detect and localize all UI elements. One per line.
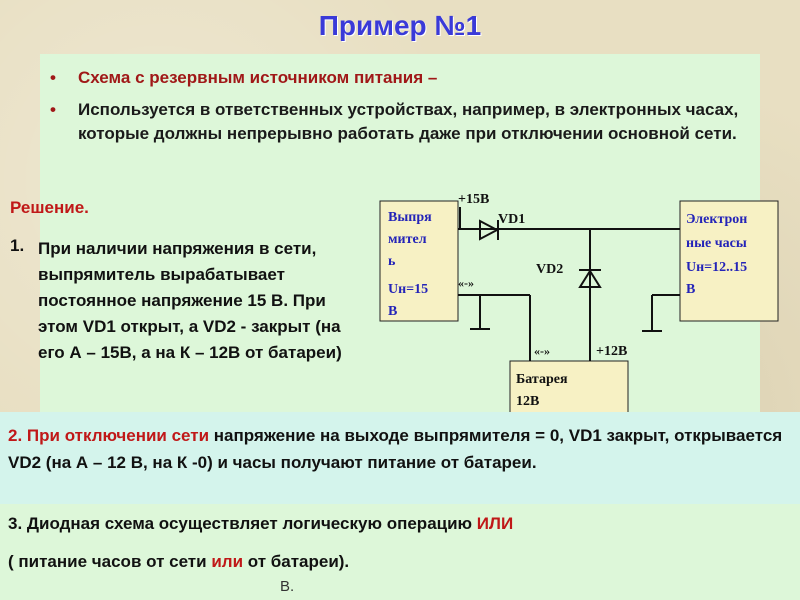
vd2-label: VD2 [536,262,563,277]
battery-box [509,360,629,416]
step-4-close-text: от батареи). [243,552,350,571]
plus15-label: +15В [458,192,489,207]
step-3-text: 3. Диодная схема осуществляет логическую… [8,514,477,533]
step-2: 2. При отключении сети напряжение на вых… [8,422,788,476]
clock-label-3: Uн=12..15 [686,260,747,275]
step-4-red-text: или [211,552,244,571]
rectifier-label-5: В [388,304,397,319]
rectifier-label-2: мител [388,232,427,247]
bullet-2-text: Используется в ответственных устройствах… [78,100,739,143]
step-2-red-text: При отключении сети [26,426,210,445]
clock-label-4: В [686,282,695,297]
bullet-dot-icon: • [50,68,56,87]
step-3: 3. Диодная схема осуществляет логическую… [8,514,798,534]
batt-minus-label: «-» [534,344,550,358]
solution-label: Решение. [10,198,89,217]
bullet-1-text: Схема с резервным источником питания – [78,68,438,87]
step-4: ( питание часов от сети или от батареи). [8,552,798,572]
bullet-dot-icon: • [50,100,56,119]
step-2-text: напряжение на выходе выпрямителя = 0, VD… [8,426,783,472]
step-2-highlight [0,412,800,504]
step-2-number: 2. [8,426,23,445]
step-1-number: 1. [10,236,25,255]
step-3-red-text: ИЛИ [476,514,514,533]
rectifier-label-4: Uн=15 [388,282,428,297]
clock-label-1: Электрон [686,212,747,227]
rectifier-label-1: Выпря [388,210,432,225]
battery-label-2: 12В [516,394,539,409]
vd2-diode-icon [578,269,602,288]
plus12-label: +12В [596,344,627,359]
circuit-diagram: Выпря мител ь Uн=15 В Электрон ные часы … [370,185,790,416]
battery-label-1: Батарея [516,372,568,387]
rectifier-box [379,200,459,322]
step-1-text: При наличии напряжения в сети, выпрямите… [38,239,342,362]
slide-title: Пример №1 [318,10,482,41]
vd1-diode-icon [479,219,500,241]
rect-minus-label: «-» [458,276,474,290]
clock-box [679,200,779,322]
stray-text: В. [280,578,295,595]
step-4-open-text: ( питание часов от сети [8,552,212,571]
clock-label-2: ные часы [686,236,747,251]
vd1-label: VD1 [498,212,525,227]
rectifier-label-3: ь [388,254,396,269]
